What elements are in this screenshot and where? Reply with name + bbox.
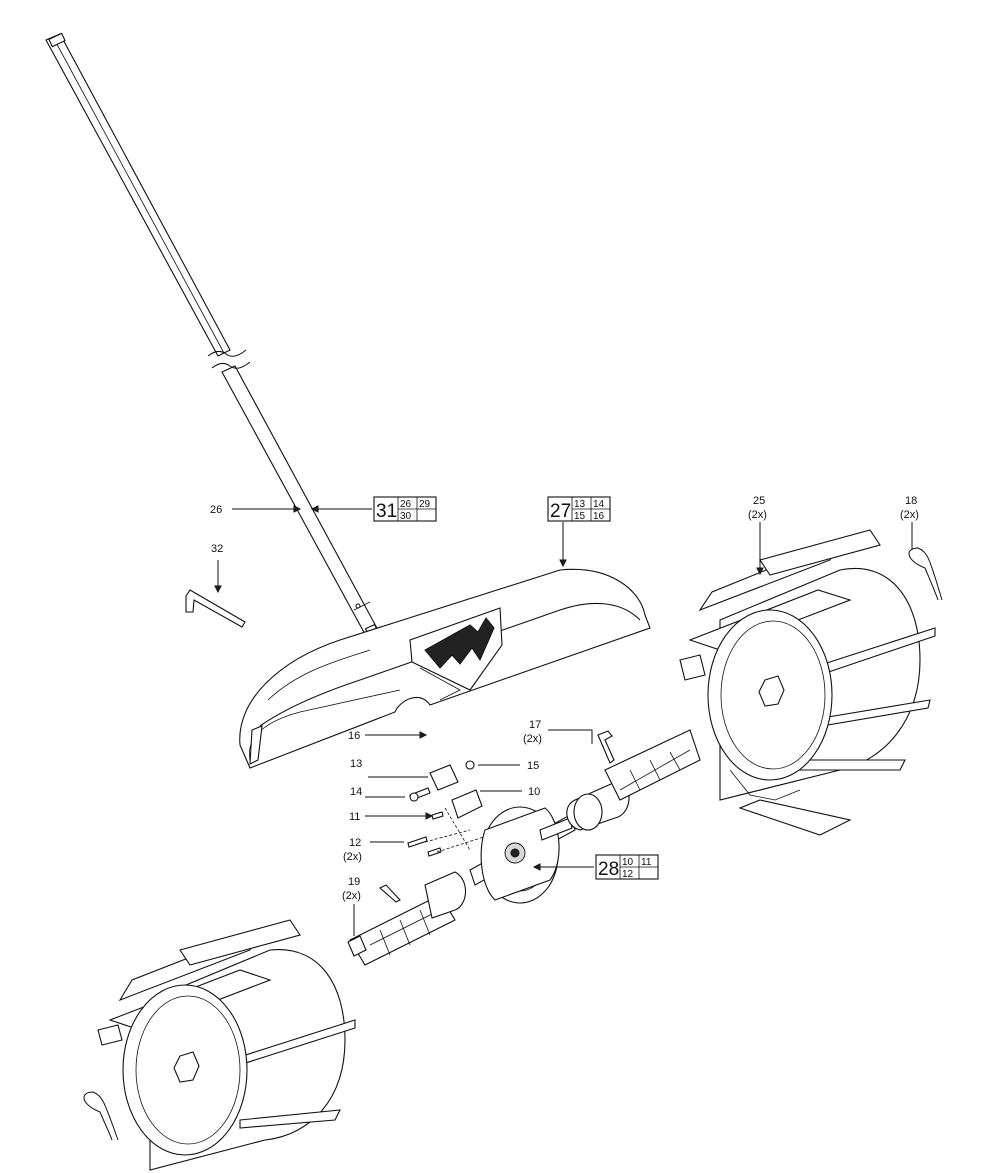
callout-10: 10 <box>528 786 540 798</box>
kit-28-b: 11 <box>641 857 652 868</box>
callout-19-qty: (2x) <box>342 890 361 902</box>
callout-15: 15 <box>527 760 539 772</box>
spline-shaft-right <box>566 729 701 831</box>
callout-14: 14 <box>350 786 362 798</box>
tine-rotor-right <box>679 529 936 836</box>
kit-box-27: 27 13 14 15 16 <box>547 496 611 522</box>
callout-26: 26 <box>210 504 222 516</box>
kit-box-31: 31 26 29 30 <box>373 496 437 522</box>
gearbox-assembly <box>469 806 576 904</box>
kit-27-b: 14 <box>593 499 605 510</box>
kit-31-a: 26 <box>400 499 412 510</box>
callout-17-qty: (2x) <box>523 733 542 745</box>
kit-31-c: 30 <box>400 511 412 522</box>
kit-27-c: 15 <box>574 511 586 522</box>
allen-key <box>185 589 246 628</box>
kit-31-b: 29 <box>419 499 431 510</box>
callout-18: 18 <box>905 495 917 507</box>
callout-16: 16 <box>348 730 360 742</box>
kit-box-28: 28 10 11 12 <box>595 854 659 880</box>
callout-18-qty: (2x) <box>900 509 919 521</box>
callout-labels: 26 32 25 (2x) 18 (2x) 16 17 (2x) 13 15 1… <box>210 495 919 902</box>
callout-25-qty: (2x) <box>748 509 767 521</box>
callout-12: 12 <box>349 837 361 849</box>
callout-17: 17 <box>529 719 541 731</box>
kit-27-a: 13 <box>574 499 586 510</box>
leader-lines <box>214 505 913 936</box>
allen-key-17 <box>597 730 615 764</box>
hair-pin-clip-right <box>908 547 943 601</box>
kit-28-a: 10 <box>622 857 634 868</box>
kit-27-d: 16 <box>593 511 605 522</box>
kit-28-number: 28 <box>598 859 619 880</box>
callout-13: 13 <box>350 758 362 770</box>
callout-25: 25 <box>753 495 765 507</box>
kit-28-c: 12 <box>622 869 634 880</box>
cover-housing <box>239 568 651 769</box>
kit-27-number: 27 <box>550 501 571 522</box>
spline-shaft-left <box>347 871 467 966</box>
callout-12-qty: (2x) <box>343 851 362 863</box>
hardware-parts <box>407 760 491 857</box>
callout-11: 11 <box>349 811 360 823</box>
callout-19: 19 <box>348 876 360 888</box>
hair-pin-clip-left <box>83 1091 119 1141</box>
callout-32: 32 <box>211 543 223 555</box>
kit-31-number: 31 <box>376 501 397 522</box>
tine-rotor-left <box>97 919 356 1171</box>
